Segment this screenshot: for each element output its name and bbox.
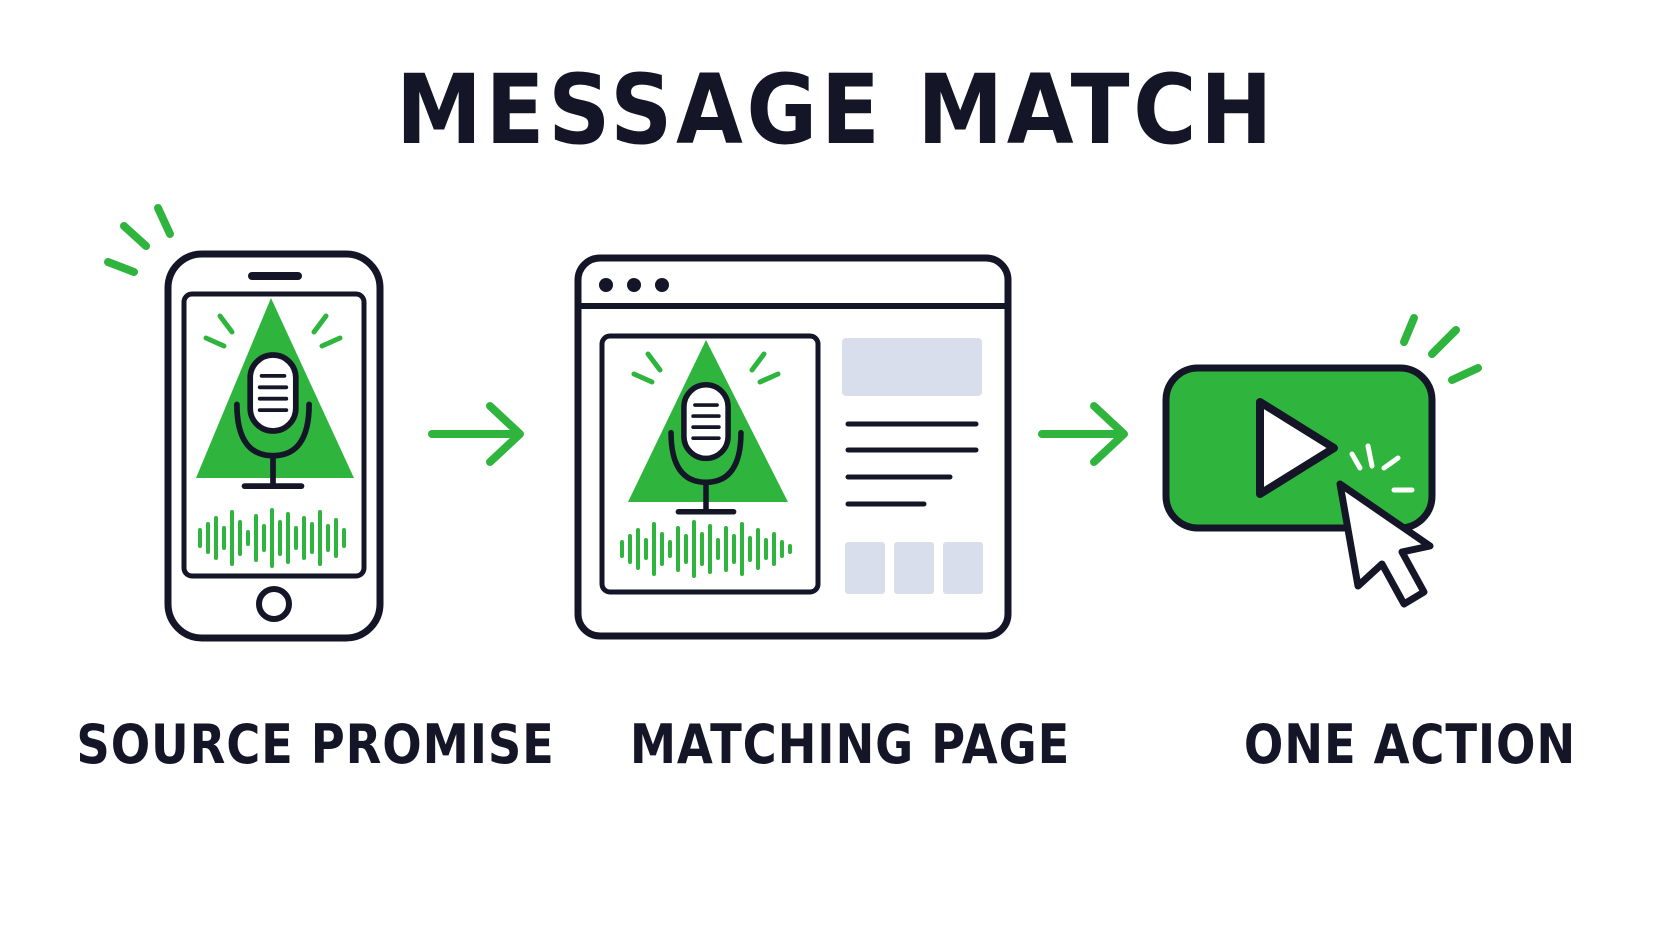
step-label-one-action: ONE ACTION <box>1243 713 1577 776</box>
thumbnail-placeholder <box>894 542 934 594</box>
phone-podcast-icon <box>104 204 384 642</box>
audio-waveform <box>620 520 792 578</box>
thumbnail-placeholder <box>943 542 983 594</box>
browser-dot-icon <box>655 278 669 292</box>
browser-page-icon <box>574 254 1012 640</box>
diagram-title: MESSAGE MATCH <box>395 54 1277 166</box>
sparkle-rays <box>1400 314 1482 384</box>
image-placeholder <box>842 338 982 396</box>
play-button-icon <box>1162 314 1482 608</box>
browser-dot-icon <box>627 278 641 292</box>
step-label-matching-page: MATCHING PAGE <box>629 713 1071 776</box>
cursor-arrow-icon <box>1336 480 1434 608</box>
step-label-source-promise: SOURCE PROMISE <box>76 713 555 776</box>
text-lines <box>845 421 979 507</box>
sparkle-rays <box>104 204 174 276</box>
audio-waveform <box>198 508 346 568</box>
thumbnail-placeholder <box>845 542 885 594</box>
arrow-right-icon <box>1038 402 1128 466</box>
arrow-right-icon <box>428 402 524 466</box>
browser-dot-icon <box>599 278 613 292</box>
